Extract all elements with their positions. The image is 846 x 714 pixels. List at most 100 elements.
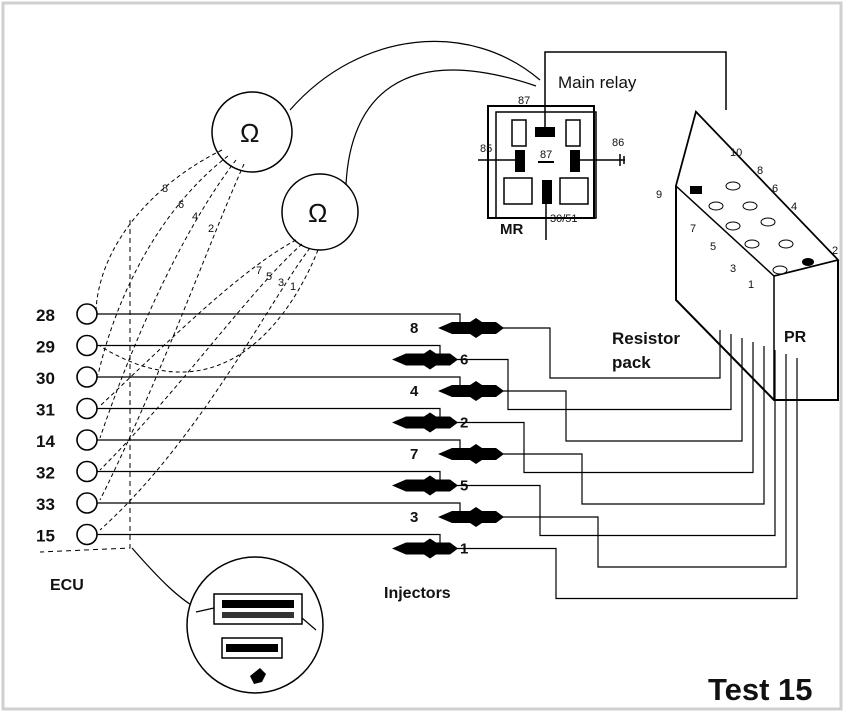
ecu-pin: 28 [36, 303, 98, 325]
meter2-probe-leads [99, 239, 319, 531]
ecu-pin-label: 33 [36, 495, 55, 514]
ecu-pin-socket [76, 492, 98, 514]
svg-text:1: 1 [748, 279, 754, 291]
ecu-pin-socket [76, 523, 98, 546]
ecu-pin-label: 14 [36, 432, 55, 451]
ecu-pin: 29 [36, 334, 98, 357]
resistor-pack-label-2: pack [612, 353, 651, 372]
ohm-symbol-2: Ω [308, 198, 327, 228]
ohm-symbol-1: Ω [240, 118, 259, 148]
pin-85-label: 85 [480, 143, 492, 155]
ecu-label: ECU [50, 577, 84, 594]
pin-87-top-label: 87 [518, 95, 530, 107]
svg-text:9: 9 [656, 189, 662, 201]
ecu-pins: 28 29 30 31 14 32 33 15 [36, 303, 98, 546]
svg-text:8: 8 [162, 183, 168, 195]
ecu-pin-socket [76, 397, 98, 420]
injector: 3 [410, 507, 504, 527]
test-number-label: Test 15 [708, 672, 813, 707]
ohmmeter-2: Ω [281, 173, 359, 251]
svg-text:7: 7 [256, 265, 262, 277]
meter1-probe-leads [95, 149, 245, 501]
ecu-pin: 15 [36, 523, 98, 546]
ohmmeter-1: Ω [211, 91, 293, 173]
svg-text:3: 3 [278, 277, 284, 289]
ecu-pin-socket [76, 334, 98, 357]
injector-body [392, 538, 458, 559]
injector-pack-wire [440, 358, 798, 600]
meter2-probe-labels: 7 5 3 1 [256, 265, 296, 293]
pack-wires [440, 327, 798, 600]
ecu-pin-label: 30 [36, 369, 55, 388]
resistor-pack-label-1: Resistor [612, 329, 680, 348]
main-relay-label: Main relay [558, 73, 637, 92]
svg-text:6: 6 [178, 199, 184, 211]
meter1-probe-labels: 8 6 4 2 [162, 183, 214, 235]
meter1-relay-lead [289, 40, 541, 111]
pin-30-51-label: 30/51 [550, 213, 578, 225]
injector-body [392, 412, 458, 433]
ecu-pin-socket [76, 366, 98, 388]
injector-number: 8 [410, 320, 418, 337]
injector: 4 [410, 381, 504, 401]
svg-text:5: 5 [266, 271, 272, 283]
injector-pack-wire [490, 327, 721, 379]
svg-text:1: 1 [290, 281, 296, 293]
ecu-pin-label: 31 [36, 401, 55, 420]
injectors-label: Injectors [384, 585, 451, 602]
svg-text:4: 4 [192, 211, 198, 223]
ecu-pin-label: 29 [36, 338, 55, 357]
ecu-pin-socket [76, 429, 98, 451]
ecu-pin-label: 28 [36, 306, 55, 325]
ecu-pin: 33 [36, 492, 98, 514]
injector-pack-wire [440, 350, 776, 537]
svg-text:5: 5 [710, 241, 716, 253]
ecu-injector-wire [97, 470, 441, 484]
injector-pack-wire [490, 346, 765, 505]
svg-text:7: 7 [690, 223, 696, 235]
pin-86-label: 86 [612, 137, 624, 149]
svg-text:4: 4 [791, 201, 797, 213]
svg-text:6: 6 [772, 183, 778, 195]
resistor-pack [675, 110, 840, 401]
injector-body [392, 475, 458, 496]
svg-text:2: 2 [832, 245, 838, 257]
svg-text:8: 8 [757, 165, 763, 177]
main-relay [478, 105, 625, 240]
injector-body [438, 444, 504, 464]
ecu-injector-wire [97, 502, 461, 515]
injector-body [392, 349, 458, 370]
meter2-relay-lead [345, 69, 537, 186]
ecu-pin: 30 [36, 366, 98, 388]
relay-to-pack-wire [544, 51, 727, 110]
mr-label: MR [500, 221, 523, 238]
svg-text:3: 3 [730, 263, 736, 275]
ecu-pin-socket [76, 303, 98, 325]
injector: 8 [410, 318, 504, 338]
ecu-pin-label: 32 [36, 464, 55, 483]
injector-number: 3 [410, 509, 418, 526]
pr-terminals [690, 181, 814, 275]
ecu-pin-label: 15 [36, 527, 55, 546]
injector-pack-wire [440, 334, 732, 411]
ecu-pin-socket [76, 460, 98, 483]
ecu-pin: 31 [36, 397, 98, 420]
injector-number: 7 [410, 446, 418, 463]
injector-number: 4 [410, 383, 419, 400]
injector-pack-wire [490, 354, 787, 568]
ecu-injector-wire [97, 344, 441, 358]
injector: 7 [410, 444, 504, 464]
svg-text:2: 2 [208, 223, 214, 235]
injector-body [438, 318, 504, 338]
injector-body [438, 381, 504, 401]
pin-87-mid-label: 87 [540, 149, 552, 161]
injector-pack-wire [490, 338, 743, 442]
svg-text:10: 10 [730, 147, 742, 159]
ecu-injector-wire [97, 533, 441, 547]
injector-pack-wire [440, 342, 754, 474]
pr-label: PR [784, 329, 807, 346]
ecu-connector-inset [131, 547, 324, 694]
ecu-injector-wire [97, 313, 461, 326]
